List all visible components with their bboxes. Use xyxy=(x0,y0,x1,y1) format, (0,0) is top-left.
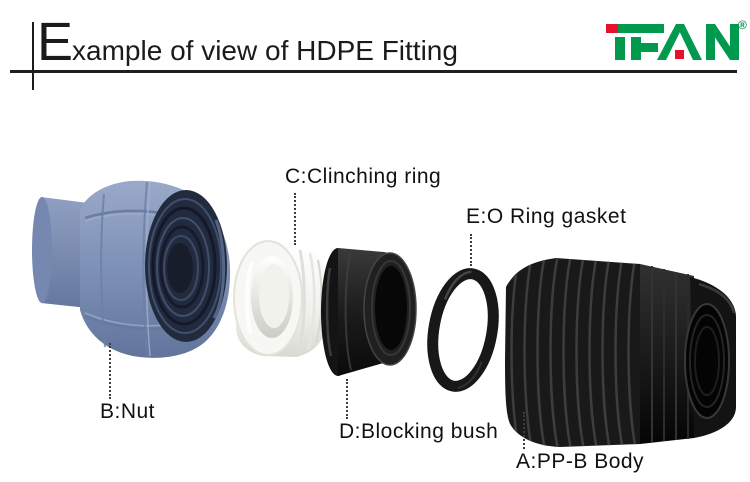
registered-mark: ® xyxy=(738,18,747,32)
label-nut: B:Nut xyxy=(100,400,156,423)
part-blocking-bush xyxy=(321,248,417,376)
header-divider xyxy=(10,70,737,73)
leader-line-nut xyxy=(109,343,111,399)
title-rest: xample of view of HDPE Fitting xyxy=(72,35,458,66)
leader-line-body xyxy=(523,412,525,449)
ifan-logo-mark xyxy=(606,24,739,60)
ifan-logo: IFAN ® xyxy=(602,18,750,68)
title-vertical-rule xyxy=(32,22,34,90)
part-o-ring xyxy=(427,268,499,392)
leader-line-clinching-ring xyxy=(294,193,296,245)
leader-line-o-ring xyxy=(470,234,472,266)
title-initial: E xyxy=(37,12,73,72)
part-nut xyxy=(32,180,231,358)
leader-line-blocking-bush xyxy=(346,379,348,419)
label-clinching-ring: C:Clinching ring xyxy=(285,165,442,188)
label-o-ring: E:O Ring gasket xyxy=(466,205,627,228)
label-blocking-bush: D:Blocking bush xyxy=(339,420,499,443)
page-title: Example of view of HDPE Fitting xyxy=(37,14,458,70)
label-body: A:PP-B Body xyxy=(516,450,645,473)
part-clinching-ring xyxy=(233,240,325,357)
part-body xyxy=(505,258,736,447)
